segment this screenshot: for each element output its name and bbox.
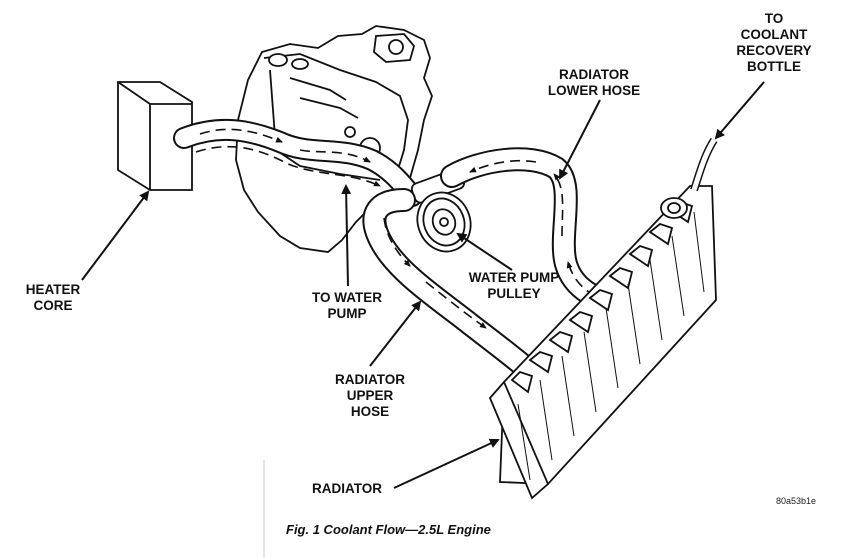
to-water-pump-label: TO WATER PUMP	[312, 290, 382, 321]
heater-core-leader	[81, 190, 150, 281]
heater-core-label: HEATER CORE	[25, 282, 81, 313]
radiator-lower-hose	[440, 147, 640, 322]
radiator-label: RADIATOR	[312, 481, 382, 496]
figure-caption: Fig. 1 Coolant Flow—2.5L Engine	[286, 522, 491, 537]
radiator-lower-hose-label: RADIATOR LOWER HOSE	[547, 67, 641, 98]
leader-lines	[81, 81, 765, 489]
water-pump-pulley-label: WATER PUMP PULLEY	[468, 270, 560, 301]
radiator-upper-hose	[362, 188, 538, 380]
radiator	[488, 137, 718, 500]
coolant-recovery-bottle-label: TO COOLANT RECOVERY BOTTLE	[736, 11, 812, 74]
heater-hose	[173, 118, 423, 207]
radiator-upper-hose-leader	[369, 300, 422, 367]
radiator-upper-hose-label: RADIATOR UPPER HOSE	[335, 372, 405, 419]
radiator-leader	[393, 438, 500, 489]
to-water-pump-leader	[341, 184, 352, 287]
water-pump-pulley-leader	[456, 232, 513, 271]
heater-core-box	[117, 81, 193, 191]
recovery-bottle-leader	[714, 81, 765, 140]
figure-code: 80a53b1e	[776, 496, 817, 506]
radiator-lower-hose-leader	[559, 99, 601, 180]
